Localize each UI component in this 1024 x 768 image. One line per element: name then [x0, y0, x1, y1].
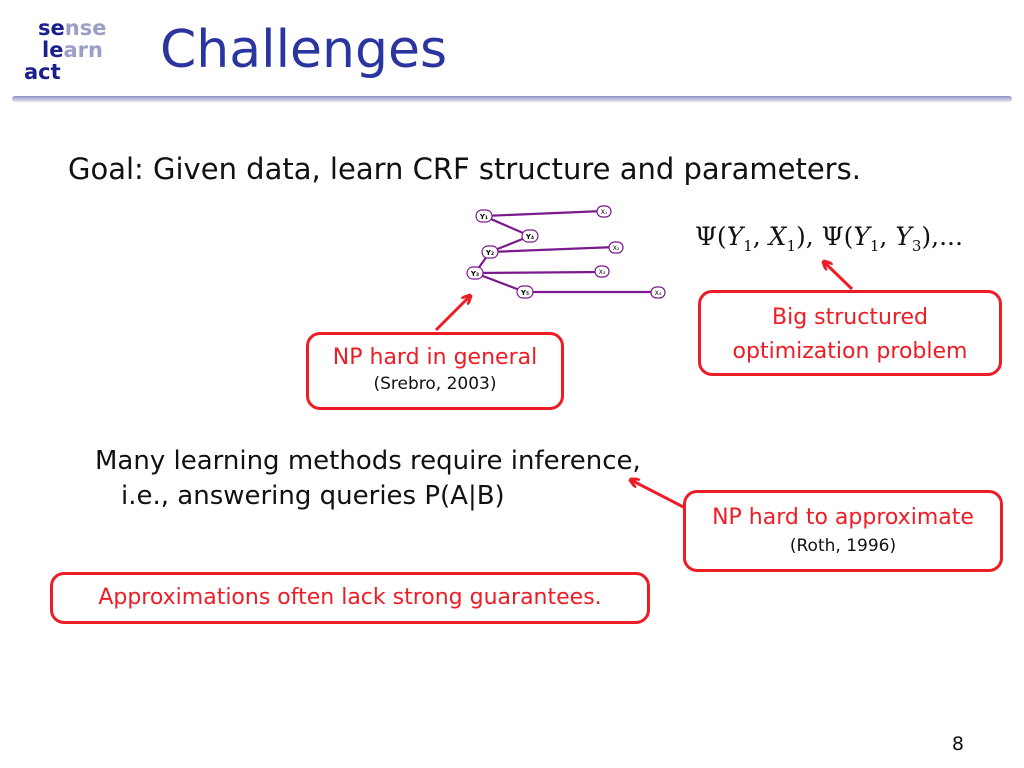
goal-text: Goal: Given data, learn CRF structure an… — [68, 152, 861, 186]
callout-citation: (Srebro, 2003) — [373, 374, 497, 394]
formula-part: X — [768, 222, 787, 251]
graph-node-label: Y₅ — [520, 289, 529, 297]
formula-subscript: 1 — [743, 237, 753, 255]
formula-part: ),... — [921, 222, 963, 251]
logo-text: nse — [64, 16, 107, 40]
graph-node: Y₂ — [481, 245, 499, 259]
np-hard-approx-callout: NP hard to approximate (Roth, 1996) — [683, 490, 1003, 572]
graph-edge — [474, 270, 603, 275]
graph-node: X₂ — [608, 241, 624, 254]
graph-node: Y₄ — [521, 229, 539, 243]
page-number: 8 — [951, 733, 964, 755]
graph-node-label: X₂ — [613, 245, 620, 252]
formula-part: Ψ( — [695, 222, 727, 251]
formula-part: Y — [853, 222, 870, 251]
formula-part: Y — [895, 222, 912, 251]
graph-node-label: Y₄ — [525, 233, 534, 241]
graph-node: Y₁ — [475, 209, 493, 223]
np-hard-general-callout: NP hard in general (Srebro, 2003) — [306, 332, 564, 410]
arrow-to-graph — [434, 296, 470, 332]
inference-line: i.e., answering queries P(A|B) — [121, 481, 505, 511]
callout-main-text: Big structured — [772, 305, 928, 330]
formula-part: , — [752, 222, 769, 251]
formula-subscript: 3 — [911, 237, 922, 255]
graph-edge — [489, 245, 617, 254]
graph-node-label: Y₂ — [485, 249, 494, 257]
formula-part: , — [879, 222, 896, 251]
graph-node-label: X₁ — [601, 209, 608, 216]
potential-formula: Ψ(Y1, X1), Ψ(Y1, Y3),... — [695, 222, 963, 255]
graph-edge — [483, 209, 605, 218]
graph-nodes: Y₁ X₁ Y₄ X₂ Y₂ X₃ Y₃ Y₅ — [466, 205, 666, 299]
callout-citation: (Roth, 1996) — [789, 536, 897, 556]
logo-text: le — [42, 38, 64, 62]
sense-learn-act-logo: sense learn act — [22, 18, 122, 88]
slide-title: Challenges — [160, 20, 448, 80]
callout-main-text: optimization problem — [732, 339, 968, 364]
big-structured-callout: Big structured optimization problem — [698, 290, 1002, 376]
graph-node: X₁ — [596, 205, 612, 218]
callout-main-text: Approximations often lack strong guarant… — [98, 585, 602, 610]
graph-node-label: Y₃ — [470, 270, 479, 278]
graph-node-label: X₃ — [599, 269, 606, 276]
graph-node: X₄ — [650, 286, 666, 299]
graph-node: Y₃ — [466, 266, 484, 280]
graph-node: Y₅ — [516, 285, 534, 299]
formula-subscript: 1 — [869, 237, 880, 255]
callout-main-text: NP hard in general — [332, 345, 538, 370]
inference-line: Many learning methods require inference, — [95, 446, 641, 476]
logo-text: act — [24, 60, 61, 84]
arrow-to-formula — [824, 262, 854, 291]
formula-part: Y — [726, 222, 744, 251]
crf-graph-diagram: Y₁ X₁ Y₄ X₂ Y₂ X₃ Y₃ Y₅ — [466, 205, 666, 299]
graph-node-label: Y₁ — [479, 213, 488, 221]
logo-text: arn — [63, 38, 103, 62]
approximations-callout: Approximations often lack strong guarant… — [50, 572, 650, 624]
logo-text: se — [38, 16, 65, 40]
graph-edge — [474, 271, 526, 294]
title-divider — [12, 96, 1012, 102]
graph-node-label: X₄ — [655, 290, 662, 297]
graph-node: X₃ — [594, 265, 610, 278]
callout-main-text: NP hard to approximate — [712, 505, 974, 530]
formula-part: ), Ψ( — [796, 222, 854, 251]
inference-text: Many learning methods require inference,… — [95, 444, 641, 514]
formula-subscript: 1 — [786, 237, 797, 255]
